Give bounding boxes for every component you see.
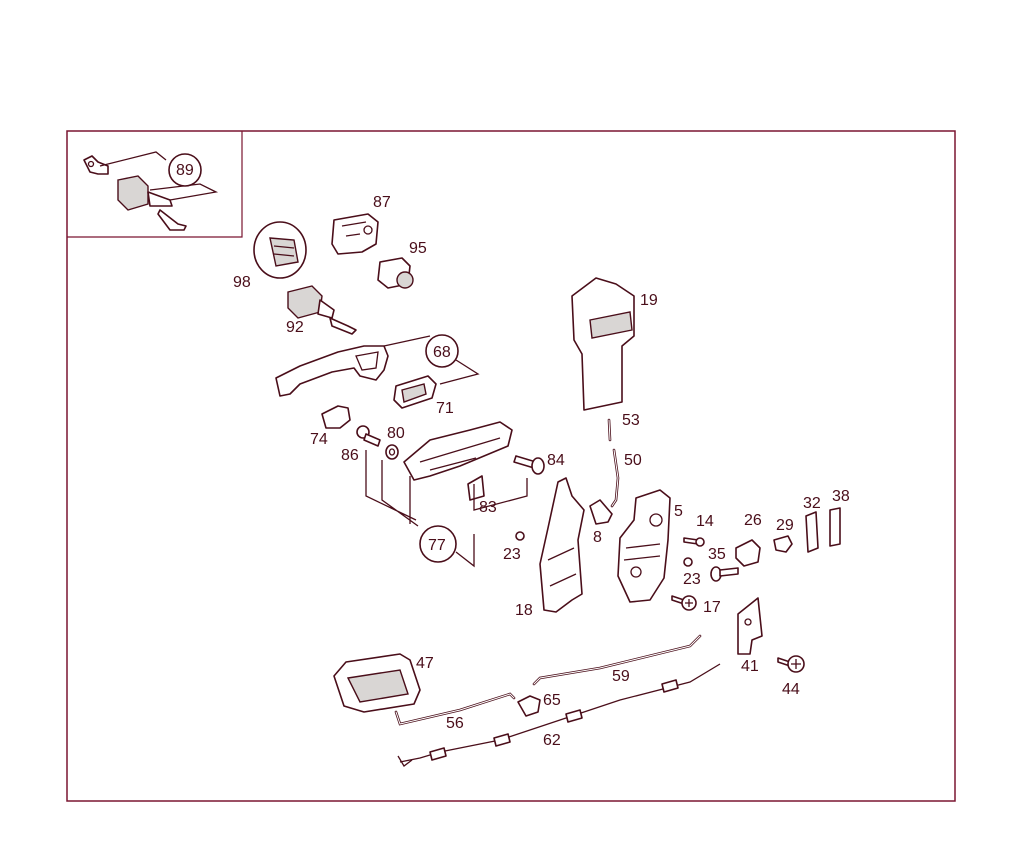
clip-icon	[589, 499, 613, 525]
callout-59: 59	[612, 668, 630, 685]
lock-escutcheon-icon	[253, 221, 307, 279]
callout-circle-68	[425, 334, 459, 368]
callout-84: 84	[547, 452, 565, 469]
rod-icon	[610, 448, 620, 508]
callout-23-left: 23	[503, 546, 521, 563]
callout-14: 14	[696, 513, 714, 530]
bracket-icon	[539, 477, 585, 613]
screw-icon	[683, 537, 705, 547]
shim-icon	[805, 511, 819, 553]
callout-62: 62	[543, 732, 561, 749]
bolt-icon	[513, 455, 545, 475]
screw-icon	[671, 595, 697, 611]
callout-47: 47	[416, 655, 434, 672]
rod-icon	[532, 634, 702, 686]
cover-plate-icon	[571, 277, 635, 411]
bolt-icon	[356, 425, 381, 447]
callout-circle-89	[168, 153, 202, 187]
callout-50: 50	[624, 452, 642, 469]
inner-handle-icon	[333, 653, 421, 713]
callout-26: 26	[744, 512, 762, 529]
callout-35: 35	[708, 546, 726, 563]
washer-icon	[385, 444, 399, 460]
lock-housing-icon	[331, 213, 379, 255]
lock-cylinder-icon	[287, 285, 357, 335]
callout-44: 44	[782, 681, 800, 698]
callout-circle-77	[419, 525, 457, 563]
callout-56: 56	[446, 715, 464, 732]
shim-icon	[829, 507, 841, 547]
rod-icon	[607, 418, 612, 442]
rod-icon	[394, 692, 516, 726]
callout-83: 83	[479, 499, 497, 516]
screw-icon	[777, 655, 805, 673]
bracket-icon	[773, 535, 793, 553]
striker-icon	[735, 539, 761, 567]
callout-18: 18	[515, 602, 533, 619]
callout-80: 80	[387, 425, 405, 442]
handle-bezel-icon	[393, 375, 437, 409]
callout-53: 53	[622, 412, 640, 429]
callout-89: 89	[176, 162, 194, 179]
clip-icon	[517, 695, 541, 717]
door-lock-mechanism-icon	[617, 489, 671, 603]
callout-68: 68	[433, 344, 451, 361]
callout-87: 87	[373, 194, 391, 211]
screw-icon	[683, 557, 693, 567]
handle-carrier-icon	[403, 421, 513, 501]
callout-65: 65	[543, 692, 561, 709]
callout-41: 41	[741, 658, 759, 675]
callout-5: 5	[674, 503, 683, 520]
bracket-icon	[737, 597, 763, 655]
bowden-cable-icon	[397, 663, 721, 767]
callout-19: 19	[640, 292, 658, 309]
callout-38: 38	[832, 488, 850, 505]
lock-cylinder-icon	[377, 257, 414, 289]
callout-74: 74	[310, 431, 328, 448]
lock-cylinder-icon	[117, 175, 187, 231]
screw-icon	[515, 531, 525, 541]
callout-17: 17	[703, 599, 721, 616]
callout-77: 77	[428, 537, 446, 554]
diagram-frame	[66, 130, 956, 802]
callout-29: 29	[776, 517, 794, 534]
callout-86: 86	[341, 447, 359, 464]
callout-32: 32	[803, 495, 821, 512]
callout-23-right: 23	[683, 571, 701, 588]
key-icon	[83, 155, 109, 175]
callout-92: 92	[286, 319, 304, 336]
clip-icon	[321, 405, 351, 429]
inset-frame	[67, 131, 243, 238]
door-handle-icon	[275, 345, 389, 397]
callout-95: 95	[409, 240, 427, 257]
callout-8: 8	[593, 529, 602, 546]
bolt-icon	[710, 566, 739, 582]
callout-98: 98	[233, 274, 251, 291]
callout-71: 71	[436, 400, 454, 417]
